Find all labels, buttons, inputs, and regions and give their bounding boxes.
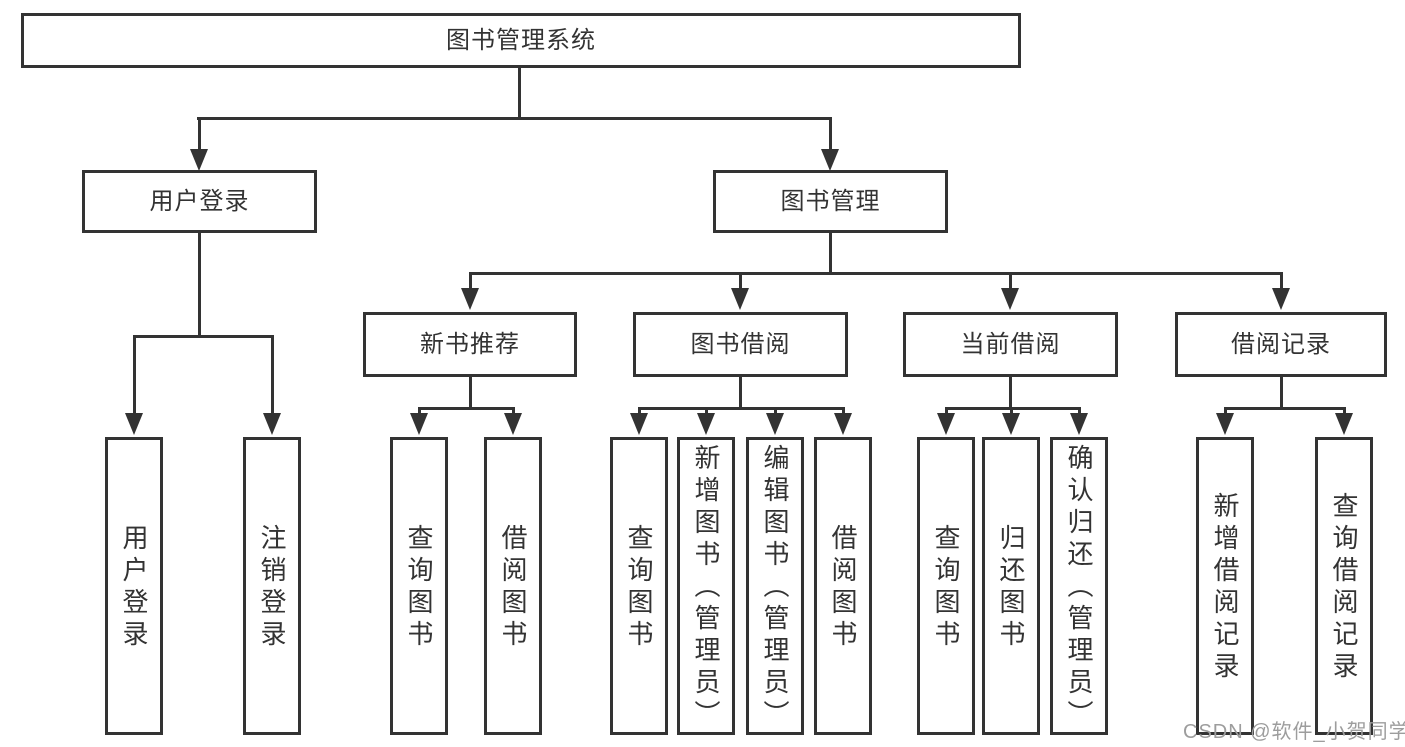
arrow-down-icon (731, 288, 749, 310)
arrow-down-icon (821, 149, 839, 171)
leaf-query-book-borrow: 查询图书 (610, 437, 668, 735)
node-root: 图书管理系统 (21, 13, 1021, 68)
leaf-query-borrow-record: 查询借阅记录 (1315, 437, 1373, 735)
arrow-down-icon (410, 413, 428, 435)
leaf-edit-book-admin: 编辑图书（管理员） (746, 437, 804, 735)
edge-recommend-stem (469, 377, 472, 410)
node-book-management: 图书管理 (713, 170, 948, 233)
node-new-book-recommend: 新书推荐 (363, 312, 577, 377)
edge-leaf-drop (133, 335, 136, 415)
edge-leaf-drop (774, 407, 777, 415)
edge-leaf-drop (512, 407, 515, 415)
edge-leaf-drop (1010, 407, 1013, 415)
leaf-logout: 注销登录 (243, 437, 301, 735)
edge-leaf-drop (1078, 407, 1081, 415)
edge-leaf-drop (271, 335, 274, 415)
leaf-borrow-book: 借阅图书 (814, 437, 872, 735)
node-current-borrow: 当前借阅 (903, 312, 1118, 377)
edge-current-rail (945, 407, 1081, 410)
edge-borrow-rail (638, 407, 845, 410)
edge-user-login-stem (198, 233, 201, 337)
arrow-down-icon (1216, 413, 1234, 435)
arrow-down-icon (190, 149, 208, 171)
leaf-user-login: 用户登录 (105, 437, 163, 735)
edge-recommend-rail (418, 407, 515, 410)
edge-leaf-drop (842, 407, 845, 415)
edge-level3-drop (1009, 272, 1012, 290)
edge-leaf-drop (1224, 407, 1227, 415)
arrow-down-icon (937, 413, 955, 435)
arrow-down-icon (766, 413, 784, 435)
edge-records-rail (1224, 407, 1346, 410)
node-book-borrow: 图书借阅 (633, 312, 848, 377)
edge-level3-drop (469, 272, 472, 290)
edge-records-stem (1280, 377, 1283, 410)
edge-root-rail (197, 117, 832, 120)
arrow-down-icon (697, 413, 715, 435)
arrow-down-icon (1272, 288, 1290, 310)
edge-level3-drop (739, 272, 742, 290)
arrow-down-icon (125, 413, 143, 435)
leaf-borrow-book-recommend: 借阅图书 (484, 437, 542, 735)
node-user-login: 用户登录 (82, 170, 317, 233)
node-borrow-records: 借阅记录 (1175, 312, 1387, 377)
arrow-down-icon (834, 413, 852, 435)
leaf-confirm-return-admin: 确认归还（管理员） (1050, 437, 1108, 735)
edge-user-login-rail (133, 335, 274, 338)
leaf-return-book: 归还图书 (982, 437, 1040, 735)
edge-leaf-drop (1343, 407, 1346, 415)
arrow-down-icon (630, 413, 648, 435)
edge-book-mgmt-stem (829, 233, 832, 275)
arrow-down-icon (461, 288, 479, 310)
edge-root-stem (518, 68, 521, 118)
edge-user-login-drop (198, 117, 201, 152)
arrow-down-icon (1335, 413, 1353, 435)
arrow-down-icon (504, 413, 522, 435)
edge-leaf-drop (945, 407, 948, 415)
arrow-down-icon (1002, 413, 1020, 435)
leaf-add-borrow-record: 新增借阅记录 (1196, 437, 1254, 735)
edge-leaf-drop (418, 407, 421, 415)
leaf-query-book-recommend: 查询图书 (390, 437, 448, 735)
edge-book-mgmt-drop (829, 117, 832, 152)
leaf-add-book-admin: 新增图书（管理员） (677, 437, 735, 735)
arrow-down-icon (263, 413, 281, 435)
watermark: CSDN @软件_小贺同学 (1183, 721, 1405, 743)
edge-leaf-drop (705, 407, 708, 415)
arrow-down-icon (1001, 288, 1019, 310)
edge-leaf-drop (638, 407, 641, 415)
edge-current-stem (1009, 377, 1012, 410)
leaf-query-book-current: 查询图书 (917, 437, 975, 735)
arrow-down-icon (1070, 413, 1088, 435)
edge-borrow-stem (739, 377, 742, 410)
edge-book-mgmt-rail (469, 272, 1282, 275)
edge-level3-drop (1280, 272, 1283, 290)
